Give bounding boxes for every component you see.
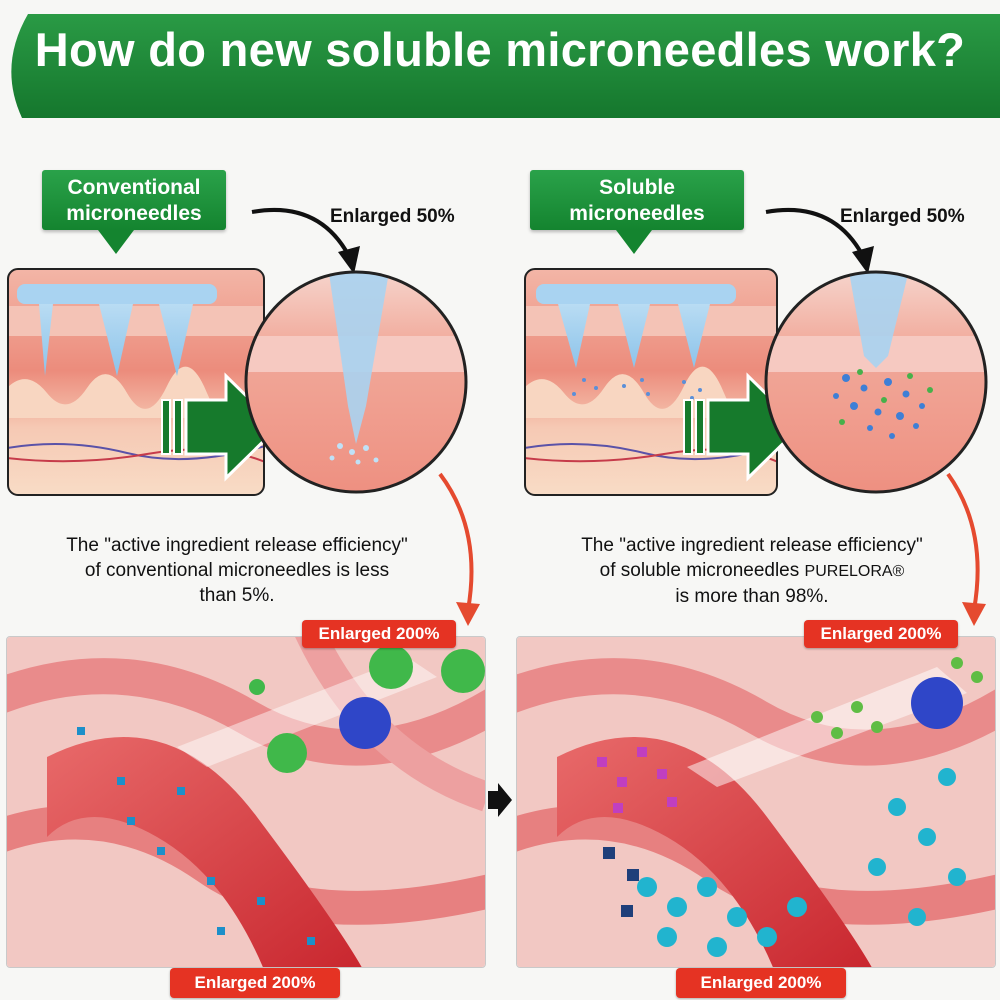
right-desc-line2: of soluble microneedles PURELORA® (520, 558, 984, 584)
left-enlarged-200-top: Enlarged 200% (302, 620, 456, 648)
left-curved-arrow-icon (251, 207, 360, 274)
right-enlarged-200-top: Enlarged 200% (804, 620, 958, 648)
left-blood-vessel-image (6, 636, 486, 968)
right-desc-line3: is more than 98%. (675, 586, 829, 607)
left-enlarged-50-label: Enlarged 50% (330, 206, 455, 227)
right-red-arrow-icon (946, 472, 986, 626)
brand-name: PURELORA® (804, 563, 905, 580)
page-title: How do new soluble microneedles work? (34, 23, 966, 76)
conventional-label: Conventional microneedles (42, 170, 226, 230)
right-magnified-circle (764, 270, 988, 494)
right-skin-diagram (524, 268, 778, 496)
left-desc-line1: The "active ingredient release efficienc… (66, 535, 408, 556)
left-description: The "active ingredient release efficienc… (10, 533, 464, 608)
header-banner (0, 0, 1000, 120)
right-desc-line1: The "active ingredient release efficienc… (581, 535, 923, 556)
left-magnified-circle (244, 270, 468, 494)
left-red-arrow-icon (438, 472, 480, 626)
right-enlarged-50-label: Enlarged 50% (840, 206, 965, 227)
conventional-label-text: Conventional microneedles (66, 176, 202, 225)
right-enlarged-200-bottom: Enlarged 200% (676, 968, 846, 998)
right-green-arrow-icon (683, 372, 803, 482)
soluble-label-pointer (616, 230, 652, 254)
left-desc-line2: of conventional microneedles is less (84, 560, 390, 581)
middle-arrow-icon (488, 783, 512, 817)
soluble-label: Soluble microneedles (530, 170, 744, 230)
right-curved-arrow-icon (765, 207, 874, 274)
right-desc-line2-text: of soluble microneedles (599, 560, 805, 581)
left-enlarged-200-bottom: Enlarged 200% (170, 968, 340, 998)
right-blood-vessel-image (516, 636, 996, 968)
left-green-arrow-icon (161, 372, 281, 482)
left-desc-line3: than 5%. (199, 585, 275, 606)
conventional-label-pointer (98, 230, 134, 254)
right-description: The "active ingredient release efficienc… (520, 533, 984, 609)
soluble-label-text: Soluble microneedles (569, 176, 705, 225)
